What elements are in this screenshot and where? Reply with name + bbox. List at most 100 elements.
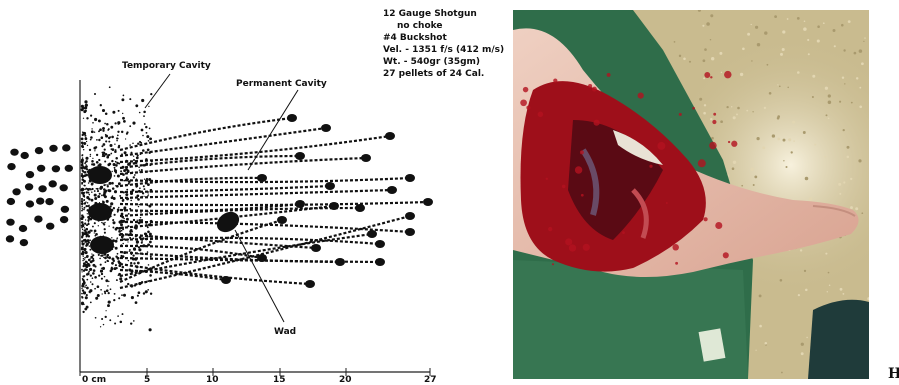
cloud-dot xyxy=(122,199,125,202)
cloud-dot xyxy=(83,149,84,150)
cloud-dot xyxy=(117,253,119,255)
cloud-dot xyxy=(102,109,105,112)
carpet-fleck xyxy=(703,77,705,79)
cloud-dot xyxy=(117,121,120,124)
cloud-dot xyxy=(105,316,107,318)
cloud-dot xyxy=(110,288,112,290)
cloud-dot xyxy=(89,188,91,190)
cloud-dot xyxy=(90,139,92,141)
pellet xyxy=(375,240,385,248)
carpet-fleck xyxy=(803,27,807,31)
cloud-dot xyxy=(136,219,138,221)
cloud-dot xyxy=(82,234,84,236)
cloud-dot xyxy=(130,229,133,232)
carpet-fleck xyxy=(798,294,800,296)
cloud-dot xyxy=(81,189,84,192)
cloud-dot xyxy=(84,100,87,103)
carpet-fleck xyxy=(759,294,762,297)
cloud-dot xyxy=(112,111,115,114)
cloud-dot xyxy=(100,270,103,273)
carpet-fleck xyxy=(704,104,706,106)
cloud-dot xyxy=(90,156,91,157)
cloud-dot xyxy=(102,223,104,225)
cloud-dot xyxy=(99,120,101,122)
carpet-fleck xyxy=(755,26,758,29)
cloud-dot xyxy=(96,154,98,156)
cloud-dot xyxy=(89,194,90,195)
cloud-dot xyxy=(107,254,109,256)
cloud-dot xyxy=(126,133,128,135)
tick-label-15: 15 xyxy=(273,375,286,385)
cloud-dot xyxy=(97,164,99,166)
pellet xyxy=(385,132,395,140)
cloud-dot xyxy=(81,288,82,289)
cloud-dot xyxy=(100,255,102,257)
cloud-dot xyxy=(101,136,104,139)
carpet-fleck xyxy=(817,39,820,42)
cloud-dot xyxy=(122,117,125,120)
cloud-dot xyxy=(82,275,84,277)
cloud-dot xyxy=(133,159,135,161)
cloud-dot xyxy=(84,229,86,231)
carpet-fleck xyxy=(782,30,785,33)
cloud-dot xyxy=(81,159,84,162)
carpet-fleck xyxy=(828,101,832,105)
cloud-dot xyxy=(89,268,92,271)
cloud-dot xyxy=(143,111,146,114)
pellet xyxy=(375,258,385,266)
cloud-dot xyxy=(94,93,96,95)
spec-line-gauge: 12 Gauge Shotgun xyxy=(383,8,504,20)
carpet-fleck xyxy=(674,41,676,43)
cloud-dot xyxy=(133,176,135,178)
cloud-dot xyxy=(133,156,134,157)
carpet-fleck xyxy=(834,45,836,47)
carpet-fleck xyxy=(706,22,710,26)
cloud-dot xyxy=(105,135,108,138)
cloud-dot xyxy=(105,261,107,263)
cloud-dot xyxy=(86,279,88,281)
carpet-fleck xyxy=(753,184,755,186)
cloud-dot xyxy=(94,131,96,133)
cloud-dot xyxy=(94,276,97,279)
cloud-dot xyxy=(84,175,87,178)
cloud-dot xyxy=(82,223,84,225)
cloud-dot xyxy=(92,158,93,159)
cloud-dot xyxy=(83,180,85,182)
cloud-dot xyxy=(81,182,82,183)
pellet xyxy=(325,182,335,190)
cloud-dot xyxy=(115,255,117,257)
cloud-dot xyxy=(113,299,115,301)
cloud-dot xyxy=(110,268,113,271)
cloud-dot xyxy=(118,260,121,263)
carpet-fleck xyxy=(737,107,740,110)
cloud-dot xyxy=(94,222,96,224)
blood-drop xyxy=(715,222,722,229)
cloud-dot xyxy=(92,254,94,256)
cloud-dot xyxy=(117,174,120,177)
cloud-dot xyxy=(114,122,116,124)
cloud-dot xyxy=(103,191,106,194)
cloud-dot xyxy=(118,297,120,299)
blood-drop xyxy=(594,120,600,126)
cloud-dot xyxy=(82,208,84,210)
cloud-dot xyxy=(137,142,139,144)
incoming-pellet xyxy=(35,147,43,154)
cloud-dot xyxy=(109,319,111,321)
permanent-cavity-label: Permanent Cavity xyxy=(236,79,327,89)
cloud-dot xyxy=(101,222,102,223)
carpet-fleck xyxy=(683,58,686,61)
carpet-fleck xyxy=(859,49,863,53)
cloud-dot xyxy=(118,146,120,148)
cloud-core xyxy=(88,203,112,221)
cloud-dot xyxy=(112,148,115,151)
pellet xyxy=(277,216,287,224)
cloud-dot xyxy=(141,129,144,132)
cloud-dot xyxy=(108,261,109,262)
incoming-pellet xyxy=(34,216,42,223)
carpet-fleck xyxy=(711,57,714,60)
cloud-dot xyxy=(89,149,91,151)
blood-drop xyxy=(622,231,625,234)
carpet-fleck xyxy=(839,193,841,195)
incoming-pellet xyxy=(61,206,69,213)
cloud-dot xyxy=(85,110,87,112)
